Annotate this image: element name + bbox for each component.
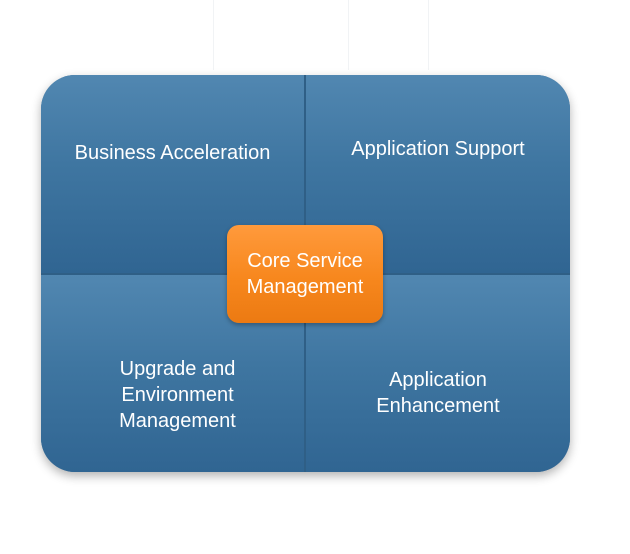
background-line	[428, 0, 429, 70]
quadrant-label-line: Application	[389, 369, 487, 391]
quadrant-label-line: Enhancement	[376, 395, 500, 417]
background-line	[213, 0, 214, 70]
quadrant-label: Application Support	[351, 138, 525, 160]
quadrant-label: Business Acceleration	[74, 142, 271, 164]
quadrant-label: Upgrade and Environment Management	[51, 356, 304, 434]
core-label-line: Core Service	[247, 250, 363, 272]
quadrant-label-line: Management	[119, 410, 236, 432]
background-line	[348, 0, 349, 70]
core-label-line: Management	[246, 276, 364, 298]
quadrant-label-line: Upgrade and	[119, 358, 236, 380]
quadrant-label-line: Environment	[121, 384, 234, 406]
core-service-management-box: Core Service Management	[227, 225, 383, 323]
quadrant-label: Application Enhancement	[306, 367, 570, 419]
service-matrix: Business Acceleration Application Suppor…	[41, 75, 570, 472]
